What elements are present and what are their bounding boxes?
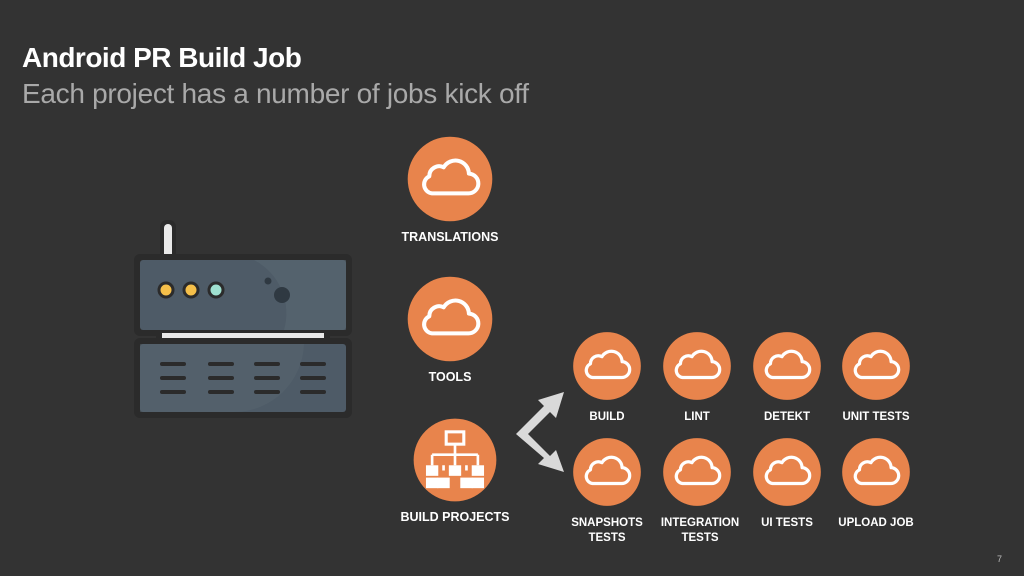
job-integration-tests: INTEGRATION TESTS	[649, 436, 745, 546]
cloud-icon	[571, 436, 643, 508]
node-label: TRANSLATIONS	[401, 230, 499, 244]
cloud-icon	[661, 330, 733, 402]
job-label: UPLOAD JOB	[838, 517, 914, 529]
job-label: UNIT TESTS	[842, 411, 910, 423]
job-label: SNAPSHOTS TESTS	[571, 517, 643, 544]
job-label: INTEGRATION TESTS	[660, 517, 740, 544]
cloud-icon	[751, 436, 823, 508]
node-label: TOOLS	[428, 370, 472, 384]
server-icon	[134, 220, 352, 425]
job-label: LINT	[684, 411, 710, 423]
node-build-projects: BUILD PROJECTS	[395, 416, 515, 525]
cloud-icon	[840, 330, 912, 402]
job-label: BUILD	[589, 411, 625, 423]
cloud-icon	[571, 330, 643, 402]
hierarchy-icon	[413, 418, 497, 502]
job-label: DETEKT	[764, 411, 810, 423]
job-snapshots-tests: SNAPSHOTS TESTS	[559, 436, 655, 546]
cloud-icon	[840, 436, 912, 508]
job-upload-job: UPLOAD JOB	[828, 436, 924, 531]
cloud-icon	[405, 274, 495, 364]
job-build: BUILD	[559, 330, 655, 425]
job-ui-tests: UI TESTS	[739, 436, 835, 531]
job-label: UI TESTS	[761, 517, 813, 529]
slide-title: Android PR Build Job	[22, 42, 302, 73]
cloud-icon	[751, 330, 823, 402]
job-lint: LINT	[649, 330, 745, 425]
node-tools: TOOLS	[390, 274, 510, 385]
branch-arrow-icon	[508, 388, 578, 479]
cloud-icon	[405, 134, 495, 224]
node-label: BUILD PROJECTS	[400, 510, 510, 524]
cloud-icon	[661, 436, 733, 508]
slide-subtitle: Each project has a number of jobs kick o…	[22, 78, 529, 109]
job-detekt: DETEKT	[739, 330, 835, 425]
page-number: 7	[996, 554, 1002, 564]
node-translations: TRANSLATIONS	[390, 134, 510, 245]
job-unit-tests: UNIT TESTS	[828, 330, 924, 425]
